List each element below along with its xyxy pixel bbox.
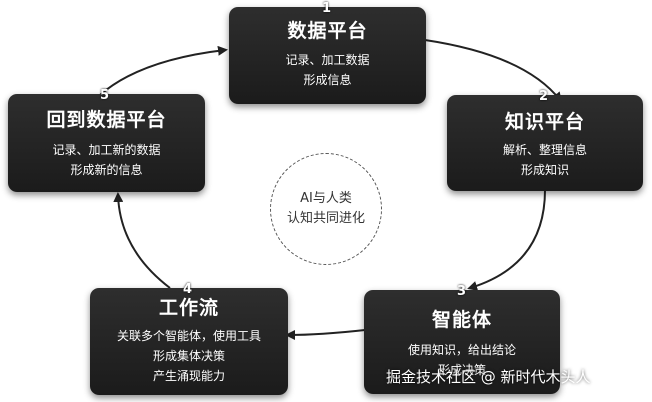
node-desc-line: 形成信息 <box>303 73 352 87</box>
arrow-5-to-1 <box>99 45 228 96</box>
node-desc-line: 使用知识，给出结论 <box>407 343 516 357</box>
node-desc-line: 形成决策 <box>437 363 486 377</box>
node-title: 回到数据平台 <box>46 109 167 131</box>
arrow-2-to-3 <box>467 189 546 291</box>
node-knowledge-platform: 2 知识平台 解析、整理信息 形成知识 <box>447 89 643 191</box>
node-desc-line: 形成知识 <box>520 163 569 177</box>
node-back-to-data-platform: 5 回到数据平台 记录、加工新的数据 形成新的信息 <box>8 88 205 192</box>
node-number: 5 <box>100 88 110 103</box>
arrow-1-to-2 <box>424 39 562 103</box>
center-text-line: AI与人类 <box>300 191 352 206</box>
node-title: 知识平台 <box>504 111 585 133</box>
node-desc-line: 关联多个智能体，使用工具 <box>116 329 261 343</box>
node-number: 4 <box>183 282 193 297</box>
node-title: 工作流 <box>158 297 219 319</box>
node-desc-line: 形成新的信息 <box>70 163 143 177</box>
node-title: 智能体 <box>431 309 492 331</box>
node-desc-line: 记录、加工新的数据 <box>52 143 161 157</box>
node-number: 1 <box>322 1 332 16</box>
node-data-platform: 1 数据平台 记录、加工数据 形成信息 <box>229 1 426 104</box>
arrow-3-to-4 <box>285 329 366 340</box>
center-circle: AI与人类 认知共同进化 <box>270 153 382 265</box>
center-text-line: 认知共同进化 <box>286 211 365 226</box>
node-title: 数据平台 <box>287 20 368 42</box>
node-desc-line: 解析、整理信息 <box>502 143 587 157</box>
node-desc-line: 形成集体决策 <box>152 349 225 363</box>
watermark: 掘金技术社区 @ 新时代木头人 <box>386 368 591 386</box>
node-desc-line: 产生涌现能力 <box>152 369 225 383</box>
node-number: 2 <box>539 89 549 104</box>
node-workflow: 4 工作流 关联多个智能体，使用工具 形成集体决策 产生涌现能力 <box>90 282 288 395</box>
arrow-4-to-5 <box>113 192 171 289</box>
node-number: 3 <box>457 284 467 299</box>
node-desc-line: 记录、加工数据 <box>285 53 370 67</box>
node-agent: 3 智能体 使用知识，给出结论 形成决策 <box>364 284 560 394</box>
